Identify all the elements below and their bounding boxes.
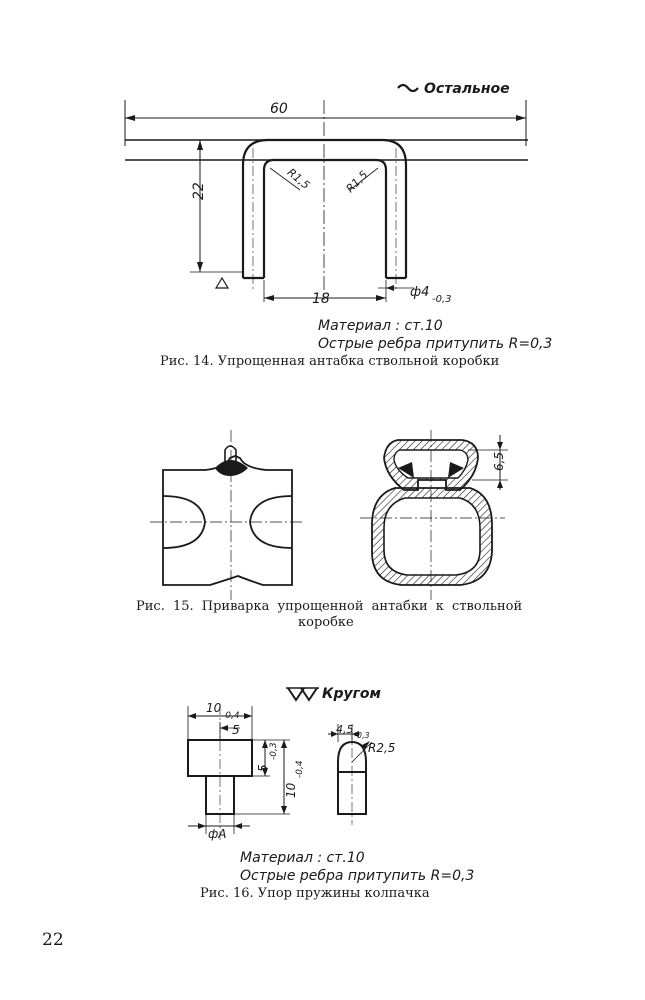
dimension-phi-a: фА [208,827,226,841]
dimension-10-vertical: 10 [284,782,298,798]
figure-14-drawing: Остальное 60 22 R1,5 R1,5 18 ф4 -0,3 Мат… [124,81,552,352]
figure-15-caption-line2: коробке [298,615,354,630]
page-number: 22 [42,930,64,950]
dimension-10-tolerance: -0,4 [222,711,240,721]
radius-2-5: R2,5 [368,741,395,755]
tilde-symbol [397,83,419,93]
diameter-label: ф4 [410,285,429,300]
surface-note: Остальное [424,81,510,97]
figure-14-caption: Рис. 14. Упрощенная антабка ствольной ко… [160,354,500,369]
dimension-10-vertical-tol: -0,4 [295,760,305,778]
material-note-16: Материал : ст.10 [240,850,365,866]
dimension-22: 22 [191,182,207,200]
dimension-5-vertical: 5 [256,764,270,772]
dimension-4-5: 4,5 [336,723,354,736]
dimension-6-5: 6,5 [492,452,506,471]
dimension-4-5-tol: -0,3 [354,731,370,740]
dimension-10: 10 [206,701,222,715]
dimension-5-vertical-tol: -0,3 [269,742,279,760]
figure-16-drawing: Кругом 10 -0,4 5 5 -0,3 10 -0,4 фА 4,5 -… [187,686,474,884]
dimension-5: 5 [232,723,240,737]
dimension-18: 18 [312,291,330,307]
diameter-tolerance: -0,3 [432,294,452,305]
figure-15-caption-line1: Рис. 15. Приварка упрощенной антабки к с… [136,599,523,614]
figure-15-drawing: 6,5 [150,430,508,600]
material-note: Материал : ст.10 [318,318,443,334]
dimension-60: 60 [270,101,288,117]
edges-note: Острые ребра притупить R=0,3 [318,336,552,352]
figure-16-caption: Рис. 16. Упор пружины колпачка [200,886,430,901]
kругом-note: Кругом [322,686,381,702]
roughness-symbol-icon [287,687,318,702]
edges-note-16: Острые ребра притупить R=0,3 [240,868,474,884]
